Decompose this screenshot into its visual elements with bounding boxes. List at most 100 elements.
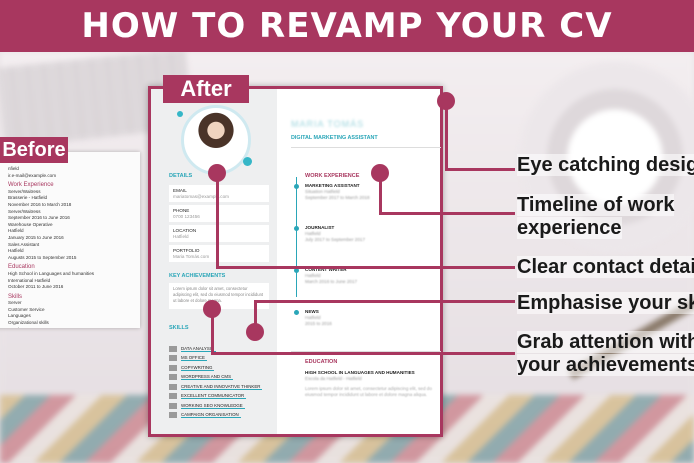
before-label: Before [0,137,68,163]
education-entry: HIGH SCHOOL IN LANGUAGES AND HUMANITIES … [305,370,440,398]
before-cv-line: Brasserie - Hatfield [8,195,48,201]
before-cv-line: September 2016 to June 2016 [8,215,70,221]
education-place: Escola da Hatfield - Hatfield [305,376,362,381]
before-cv-line: Hatfield [8,248,24,254]
job-title: JOURNALIST [305,225,335,230]
job-dates: March 2016 to June 2017 [305,279,358,284]
skill-label: CAMPAIGN ORGANISATION [181,412,241,418]
skills-heading: SKILLS [169,325,189,331]
divider [291,351,441,352]
callout-design: Eye catching design [517,154,694,176]
skill-bullet-icon [169,345,177,352]
connector-line [445,168,515,171]
timeline-dot [294,268,299,273]
callout-achievements-line1: Grab attention with [517,331,694,353]
before-cv-line: Fast learner [8,327,134,328]
connector-line [211,352,515,355]
before-cv-line: International Hatfield [8,277,51,283]
skill-bullet-icon [169,383,177,390]
job-dates: September 2017 to March 2018 [305,195,370,200]
skill-item: COPYWRITING [169,364,215,371]
callout-pin-skills [246,323,264,341]
detail-label: EMAIL [173,188,187,193]
education-heading: EDUCATION [305,359,338,365]
decor-dot [243,157,252,166]
connector-line [216,266,515,269]
title-banner: HOW TO REVAMP YOUR CV [0,0,694,52]
connector-line [379,172,382,214]
job-company: Hatfield [305,315,321,320]
before-cv-line: nfield [8,166,19,171]
before-cv-line: November 2016 to March 2018 [8,201,72,207]
skill-label: DATA ANALYSIS [181,345,216,352]
details-heading: DETAILS [169,173,193,179]
detail-value: Hatfield [173,234,189,239]
page-title: HOW TO REVAMP YOUR CV [81,6,613,46]
callout-timeline-line1: Timeline of work [517,194,675,216]
timeline-dot [294,310,299,315]
skill-label: WORDPRESS AND CMS [181,374,234,380]
detail-value: Maria Tomás.com [173,254,210,259]
candidate-role: DIGITAL MARKETING ASSISTANT [291,135,378,141]
detail-label: PHONE [173,208,190,213]
connector-line [216,172,219,269]
skill-item: WORKING SEO KNOWLEDGE [169,402,245,409]
work-heading: WORK EXPERIENCE [305,173,360,179]
skill-bullet-icon [169,374,177,380]
skill-item: CREATIVE AND INNOVATIVE THINKER [169,383,263,390]
job-dates: July 2017 to September 2017 [305,237,366,242]
decor-dot [177,111,183,117]
skill-label: MS OFFICE [181,355,207,361]
job-company: Hatfield [305,273,321,278]
skill-bullet-icon [169,355,177,361]
before-cv-line: Augusts 2015 to September 2015 [8,254,77,260]
skill-bullet-icon [169,412,177,418]
detail-label: PORTFOLIO [173,248,200,253]
job-title: MARKETING ASSISTANT [305,183,360,188]
skill-label: CREATIVE AND INNOVATIVE THINKER [181,383,263,390]
job-company: Situation Hatfield [305,189,340,194]
connector-line [445,100,448,170]
before-cv-line: Organizational skills [8,320,49,326]
education-text: Lorem ipsum dolor sit amet, consectetur … [305,386,432,397]
skill-bullet-icon [169,364,177,371]
job-title: CONTENT WRITER [305,267,347,272]
before-cv-line: ir.e-mail@example.com [8,172,57,178]
detail-value: 0700 123456 [173,214,200,219]
skill-label: WORKING SEO KNOWLEDGE [181,402,245,409]
before-cv-line: Warehouse Operative [8,221,53,227]
after-cv: DETAILS KEY ACHIEVEMENTS Lorem ipsum dol… [148,86,443,437]
job-dates: 2015 to 2016 [305,321,332,326]
callout-skills: Emphasise your skills [517,292,694,314]
detail-label: LOCATION [173,228,197,233]
before-cv-line: Skills [8,293,23,300]
job-company: Hatfield [305,231,321,236]
detail-value: mariatomas@example.com [173,194,229,199]
skill-item: MS OFFICE [169,355,207,362]
connector-line [211,308,214,354]
before-cv-line: Server/Waitress [8,188,41,194]
before-cv-line: Hatfield [8,228,24,234]
before-cv-line: Server [8,300,22,306]
profile-photo [181,105,251,175]
before-cv-line: January 2015 to June 2016 [8,234,64,240]
skill-item: WORDPRESS AND CMS [169,374,234,381]
connector-line [254,300,257,327]
callout-achievements-line2: your achievements [517,354,694,376]
divider [291,147,441,148]
education-title: HIGH SCHOOL IN LANGUAGES AND HUMANITIES [305,370,415,375]
connector-line [254,300,515,303]
skill-bullet-icon [169,393,177,399]
skill-item: EXCELLENT COMMUNICATOR [169,393,247,400]
skill-item: DATA ANALYSIS [169,345,216,352]
before-cv-line: Customer Service [8,306,45,312]
